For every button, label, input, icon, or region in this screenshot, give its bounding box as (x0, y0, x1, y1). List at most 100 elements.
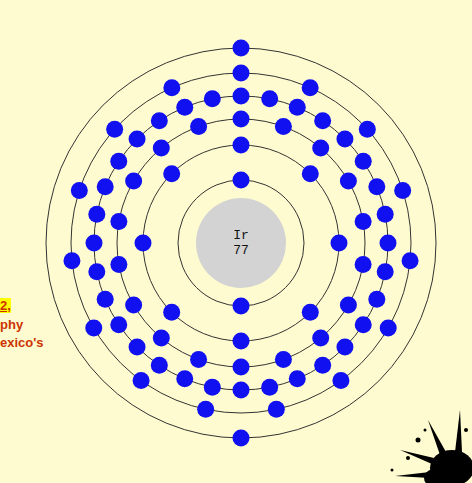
electron (110, 153, 127, 170)
electron (332, 372, 349, 389)
electron (190, 351, 207, 368)
electron (275, 351, 292, 368)
electron (110, 213, 127, 230)
electron (368, 178, 385, 195)
electron (151, 112, 168, 129)
electron (204, 90, 221, 107)
electron (190, 118, 207, 135)
electron (97, 291, 114, 308)
electron (204, 379, 221, 396)
electron (312, 140, 329, 157)
electron (314, 357, 331, 374)
electron (97, 178, 114, 195)
electron (163, 304, 180, 321)
electron (233, 430, 250, 447)
electron (88, 206, 105, 223)
ink-streak (428, 420, 446, 455)
shell-ring (117, 119, 365, 367)
electron (71, 182, 88, 199)
electron (153, 329, 170, 346)
electron (88, 263, 105, 280)
text-fragment: exico's (0, 335, 44, 350)
electron (289, 99, 306, 116)
electron (268, 401, 285, 418)
ink-drop (464, 428, 468, 432)
electron (233, 172, 250, 189)
electron (110, 256, 127, 273)
electron (233, 65, 250, 82)
electron (233, 40, 250, 57)
electron (340, 297, 357, 314)
electron (302, 304, 319, 321)
ink-drop (416, 438, 421, 443)
electron (402, 252, 419, 269)
electron (163, 165, 180, 182)
electron (135, 235, 152, 252)
text-fragment: 2, (0, 298, 11, 313)
electron (233, 359, 250, 376)
electron (377, 206, 394, 223)
ink-streak (400, 450, 434, 464)
shell-ring (143, 145, 339, 341)
electron (163, 79, 180, 96)
electron (86, 235, 103, 252)
electron (261, 379, 278, 396)
electron (302, 165, 319, 182)
ink-drop (424, 429, 427, 432)
electron (125, 297, 142, 314)
ink-drop (406, 456, 410, 460)
electron (355, 213, 372, 230)
electron (312, 329, 329, 346)
electron (197, 401, 214, 418)
electron (106, 121, 123, 138)
electron (125, 173, 142, 190)
electron (133, 372, 150, 389)
electron (129, 131, 146, 148)
shell-ring (46, 48, 436, 438)
electron (355, 153, 372, 170)
electron (380, 235, 397, 252)
electron (355, 256, 372, 273)
electron (176, 99, 193, 116)
electron (63, 252, 80, 269)
electron (340, 173, 357, 190)
electron (336, 338, 353, 355)
electron (314, 112, 331, 129)
electron (233, 333, 250, 350)
electron (85, 320, 102, 337)
shell-ring (71, 73, 411, 413)
electron (380, 320, 397, 337)
electron (368, 291, 385, 308)
electron (233, 382, 250, 399)
ink-streak (455, 410, 462, 452)
electron (302, 79, 319, 96)
electron (331, 235, 348, 252)
electron (233, 298, 250, 315)
electron (261, 90, 278, 107)
electron (289, 370, 306, 387)
electron (359, 121, 376, 138)
electron (377, 263, 394, 280)
electron-shells (46, 48, 436, 438)
electrons (63, 40, 418, 447)
ink-splash (391, 410, 472, 483)
atomic-number: 77 (233, 243, 249, 258)
electron (233, 111, 250, 128)
shell-ring (94, 96, 388, 390)
electron (233, 88, 250, 105)
electron (151, 357, 168, 374)
electron (233, 137, 250, 154)
electron (394, 182, 411, 199)
electron (153, 140, 170, 157)
ink-streak (395, 472, 430, 478)
nucleus-circle: Ir77 (196, 198, 286, 288)
electron (129, 338, 146, 355)
shell-ring (178, 180, 304, 306)
text-fragment: phy (0, 317, 23, 332)
electron (336, 131, 353, 148)
element-symbol: Ir (233, 228, 249, 243)
electron (110, 316, 127, 333)
ink-drop (391, 469, 394, 472)
electron (275, 118, 292, 135)
electron (176, 370, 193, 387)
